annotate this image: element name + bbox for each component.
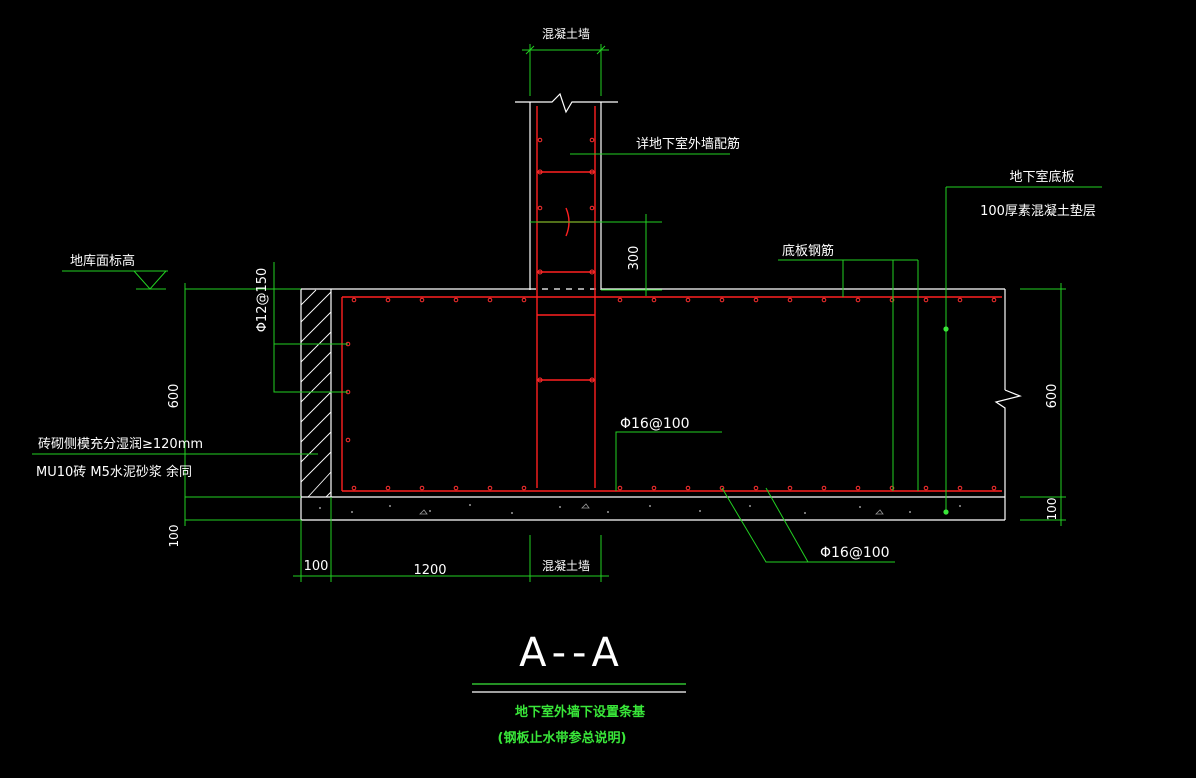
section-mark: A--A xyxy=(519,630,625,676)
foundation-outline xyxy=(300,288,1022,521)
cushion-label: 100厚素混凝土垫层 xyxy=(980,203,1096,219)
dim-100-right: 100 xyxy=(1045,498,1059,521)
wall-bottom-label: 混凝土墙 xyxy=(542,558,590,573)
dimension-lines xyxy=(32,44,1102,693)
concrete-wall xyxy=(515,92,618,290)
dim-1200: 1200 xyxy=(413,563,446,578)
drawing-subtitle: (钢板止水带参总说明) xyxy=(498,730,627,746)
brick-note-line1: 砖砌侧模充分湿润≥120mm xyxy=(38,436,203,452)
cushion-specks xyxy=(319,503,961,515)
side-rebar-label: Φ12@150 xyxy=(255,268,270,333)
brick-hatch xyxy=(300,289,332,498)
garage-elevation-label: 地库面标高 xyxy=(70,253,135,269)
rebar-cage xyxy=(341,106,1002,492)
dim-100-left: 100 xyxy=(167,525,181,548)
dim-600-left: 600 xyxy=(167,384,182,409)
dim-600-right: 600 xyxy=(1045,384,1060,409)
slab-rebar-label: 底板钢筋 xyxy=(782,243,834,259)
drawing-title: 地下室外墙下设置条基 xyxy=(515,704,646,720)
dim-100-bottom: 100 xyxy=(304,559,329,574)
bottom-rebar-label: Φ16@100 xyxy=(820,545,890,561)
wall-top-label: 混凝土墙 xyxy=(542,26,590,41)
brick-note-line2: MU10砖 M5水泥砂浆 余同 xyxy=(36,464,192,480)
dim-300: 300 xyxy=(627,246,642,271)
bottom-slab-label: 地下室底板 xyxy=(1009,169,1074,185)
wall-rebar-note: 详地下室外墙配筋 xyxy=(636,136,740,152)
inner-rebar-label: Φ16@100 xyxy=(620,416,690,432)
